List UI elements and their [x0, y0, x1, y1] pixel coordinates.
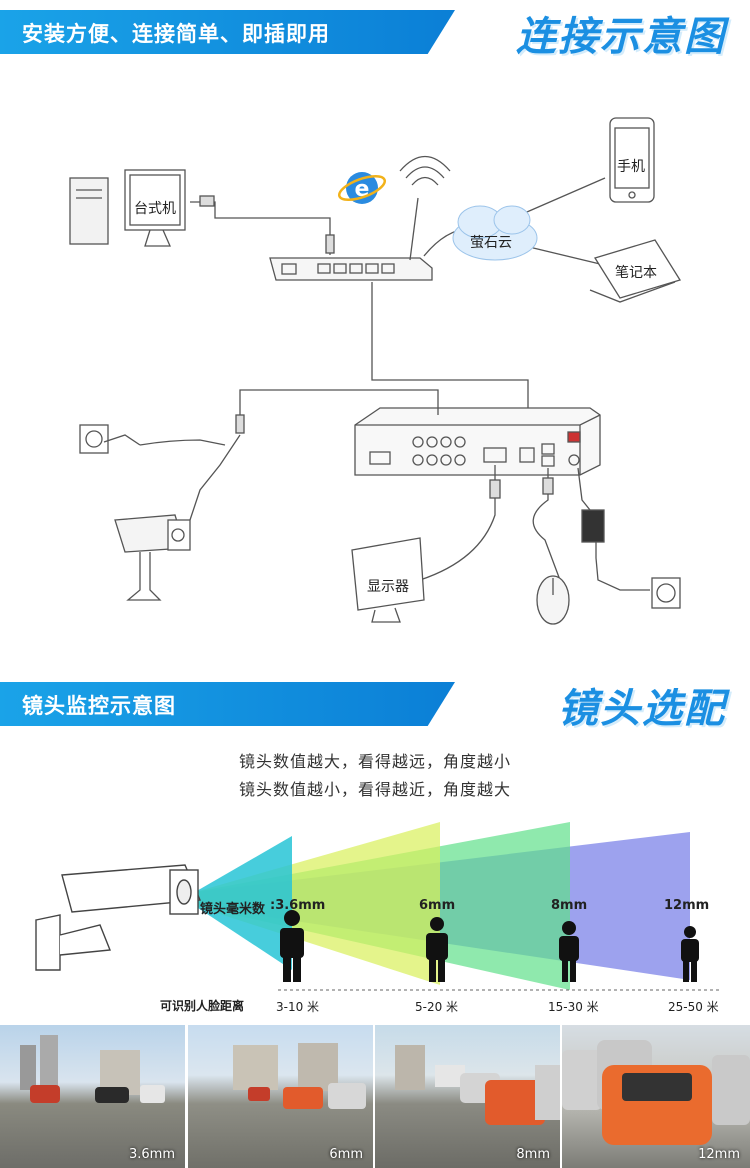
photo-6mm: 6mm [188, 1025, 373, 1168]
banner-bar [0, 682, 455, 726]
lens-mm-12: 12mm [664, 898, 710, 913]
photo-12mm: 12mm [562, 1025, 750, 1168]
lens-beam-6mm [195, 822, 440, 985]
ie-browser-icon: e [337, 172, 387, 204]
desktop-label: 台式机 [134, 201, 176, 217]
laptop-label: 笔记本 [615, 265, 657, 281]
power-adapter-icon [581, 509, 650, 591]
person-icon-12mm [681, 926, 699, 982]
banner-bar-text: 镜头监控示意图 [22, 694, 176, 718]
nvr-icon [354, 407, 601, 476]
photo-label: 12mm [698, 1147, 740, 1162]
cloud-icon [452, 205, 538, 261]
lens-sample-photos: 3.6mm 6mm 8mm 12mm [0, 1025, 750, 1168]
photo-3.6mm: 3.6mm [0, 1025, 185, 1168]
lens-mm-6: 6mm [419, 898, 456, 913]
router-icon [269, 197, 433, 281]
photo-label: 3.6mm [128, 1147, 175, 1162]
phone-label: 手机 [617, 159, 645, 175]
connection-diagram-svg: e [69, 117, 682, 625]
banner-title: 镜头选配 [558, 686, 726, 732]
wifi-icon [399, 156, 451, 186]
banner-connection: 安装方便、连接简单、即插即用 连接示意图 [0, 4, 750, 64]
camera-icon [114, 514, 191, 601]
laptop-icon [589, 239, 682, 303]
lens-beam-3.6mm [195, 836, 292, 970]
distance-8: 15-30 米 [548, 1000, 599, 1014]
person-icon-6mm [426, 917, 448, 982]
person-icon-8mm [559, 921, 579, 982]
distance-6: 5-20 米 [415, 1000, 459, 1014]
person-icon-3.6mm [280, 910, 304, 982]
banner-bar [0, 10, 455, 54]
lens-mm-8: 8mm [551, 898, 588, 913]
description-line-1: 镜头数值越大，看得越远，角度越小 [238, 752, 511, 771]
lens-coverage-svg [35, 822, 720, 991]
camera-icon [35, 864, 202, 971]
distance-12: 25-50 米 [668, 1000, 719, 1014]
monitor-label: 显示器 [367, 579, 409, 595]
photo-8mm: 8mm [375, 1025, 560, 1168]
connection-diagram: e 台式机 萤石云 手机 笔记本 显示器 [0, 70, 750, 650]
face-distance-label: 可识别人脸距离 [160, 999, 245, 1013]
lens-mm-label: 镜头毫米数 [200, 902, 266, 917]
phone-icon [609, 117, 655, 203]
person-icons [280, 910, 699, 982]
photo-label: 6mm [329, 1147, 363, 1162]
banner-bar-text: 安装方便、连接简单、即插即用 [22, 22, 330, 46]
lens-coverage-diagram: 镜头毫米数 :3.6mm 6mm 8mm 12mm 可识别人脸距离 3-10 米… [0, 820, 750, 1020]
banner-title: 连接示意图 [516, 14, 726, 60]
power-outlet-right-icon [651, 577, 681, 609]
cloud-label: 萤石云 [470, 235, 512, 251]
distance-3.6: 3-10 米 [276, 1000, 320, 1014]
power-outlet-icon [79, 424, 226, 454]
photo-label: 8mm [516, 1147, 550, 1162]
banner-lens: 镜头监控示意图 镜头选配 [0, 676, 750, 736]
lens-mm-3.6: :3.6mm [270, 898, 326, 913]
description-line-2: 镜头数值越小，看得越近，角度越大 [238, 780, 511, 799]
desktop-icon [69, 169, 186, 247]
mouse-icon [536, 575, 570, 625]
monitor-icon [351, 537, 425, 623]
